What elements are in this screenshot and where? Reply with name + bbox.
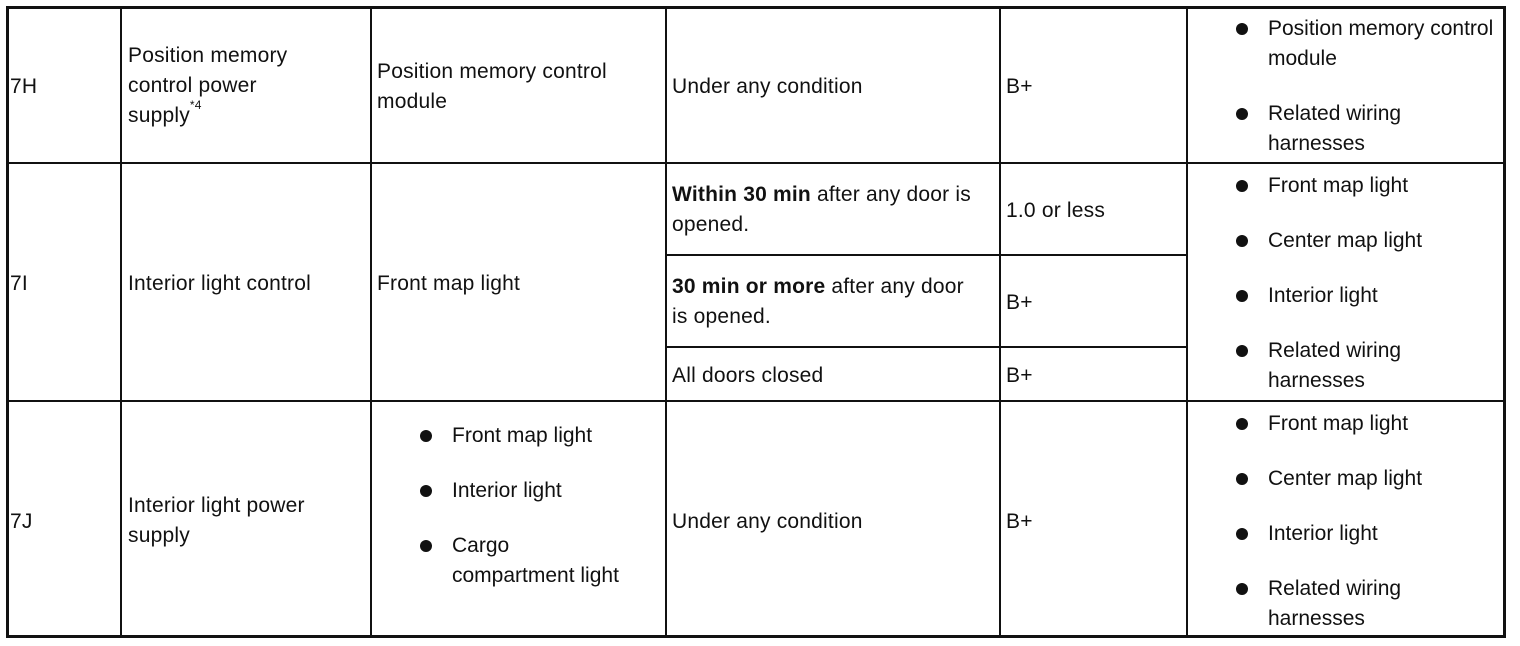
condition-cell: 30 min or more after any door is opened.	[672, 272, 972, 332]
column-divider	[665, 6, 667, 638]
list-item: Center map light	[1236, 464, 1496, 494]
voltage-cell: B+	[1006, 510, 1033, 533]
inspection-list: Position memory control module Related w…	[1236, 14, 1496, 159]
row-divider	[6, 400, 1506, 402]
condition-cell: All doors closed	[672, 361, 823, 391]
list-item: Front map light	[1236, 409, 1496, 439]
connected-to-cell: Interior light control	[128, 272, 311, 295]
bullet-icon	[1236, 583, 1248, 595]
column-divider	[1186, 6, 1188, 638]
measurement-list: Front map light Interior light Cargo com…	[420, 421, 620, 591]
bullet-icon	[1236, 473, 1248, 485]
bullet-icon	[1236, 418, 1248, 430]
connected-to-line: Position memory	[128, 44, 288, 67]
connected-to-cell: Interior light power supply	[128, 494, 305, 547]
list-item: Interior light	[1236, 519, 1496, 549]
condition-bold: Within 30 min	[672, 183, 811, 206]
list-item: Related wiring harnesses	[1236, 99, 1496, 159]
voltage-cell: B+	[1006, 364, 1033, 387]
bullet-icon	[420, 485, 432, 497]
condition-cell: Under any condition	[672, 72, 863, 102]
bullet-icon	[1236, 528, 1248, 540]
list-item: Front map light	[420, 421, 620, 451]
connected-to-line: supply	[128, 104, 190, 127]
bullet-icon	[420, 540, 432, 552]
condition-text: after any door is opened.	[672, 275, 964, 328]
row-divider	[6, 162, 1506, 164]
voltage-cell: B+	[1006, 291, 1033, 314]
footnote-marker: *4	[189, 98, 202, 112]
bullet-icon	[1236, 180, 1248, 192]
column-divider	[370, 6, 372, 638]
connected-to-cell: Position memory control power supply*4	[128, 41, 364, 131]
list-item: Interior light	[1236, 281, 1496, 311]
terminal-cell: 7H	[10, 75, 38, 98]
list-item: Related wiring harnesses	[1236, 574, 1496, 634]
list-item: Interior light	[420, 476, 620, 506]
condition-text: after any door is opened.	[672, 183, 971, 236]
list-item: Related wiring harnesses	[1236, 336, 1496, 396]
bullet-icon	[420, 430, 432, 442]
bullet-icon	[1236, 290, 1248, 302]
bullet-icon	[1236, 23, 1248, 35]
condition-bold: 30 min or more	[672, 275, 826, 298]
column-divider	[120, 6, 122, 638]
list-item: Position memory control module	[1236, 14, 1496, 74]
voltage-cell: B+	[1006, 75, 1033, 98]
measurement-cell: Front map light	[377, 272, 521, 295]
bullet-icon	[1236, 108, 1248, 120]
voltage-cell: 1.0 or less	[1006, 199, 1106, 222]
inspection-list: Front map light Center map light Interio…	[1236, 171, 1496, 396]
condition-text: Under any condition	[672, 510, 863, 533]
subrow-divider	[665, 254, 1186, 256]
terminal-cell: 7I	[10, 272, 28, 295]
subrow-divider	[665, 346, 1186, 348]
condition-text: All doors closed	[672, 364, 824, 387]
connected-to-line: control power	[128, 74, 257, 97]
inspection-list: Front map light Center map light Interio…	[1236, 409, 1496, 634]
column-divider	[999, 6, 1001, 638]
table-frame	[6, 6, 1506, 638]
bullet-icon	[1236, 345, 1248, 357]
condition-text: Under any condition	[672, 75, 863, 98]
list-item: Center map light	[1236, 226, 1496, 256]
list-item: Cargo compartment light	[420, 531, 620, 591]
measurement-cell: Position memory control module	[377, 60, 607, 113]
list-item: Front map light	[1236, 171, 1496, 201]
bullet-icon	[1236, 235, 1248, 247]
terminal-cell: 7J	[10, 510, 33, 533]
condition-cell: Under any condition	[672, 507, 863, 537]
condition-cell: Within 30 min after any door is opened.	[672, 180, 972, 240]
